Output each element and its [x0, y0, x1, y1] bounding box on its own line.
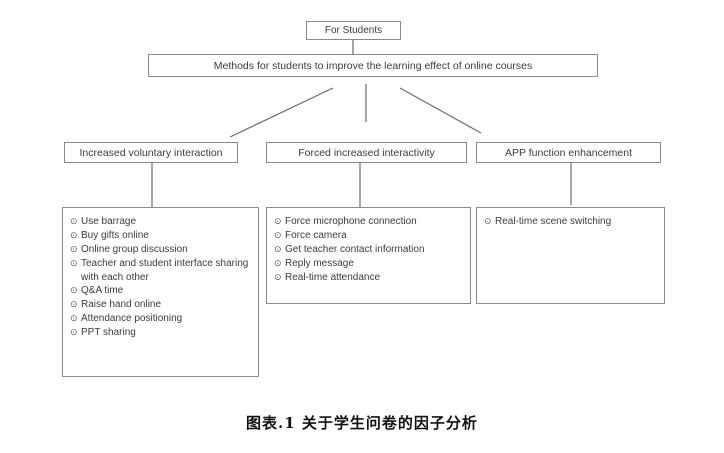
list-item-text: Teacher and student interface sharing wi… [81, 257, 249, 283]
bullet-icon: ⊙ [70, 229, 78, 240]
root-node-label: For Students [324, 25, 383, 36]
list-item-text: Get teacher contact information [285, 243, 425, 255]
list-item-text: Q&A time [81, 285, 124, 297]
list-item: ⊙ Force camera [274, 229, 464, 243]
item-list: ⊙ Use barrage ⊙ Buy gifts online ⊙ Onlin… [70, 215, 252, 340]
root-node: For Students [306, 21, 401, 40]
list-item: ⊙ Get teacher contact information [274, 243, 464, 257]
item-list-forced-increased-interactivity: ⊙ Force microphone connection ⊙ Force ca… [266, 207, 471, 304]
bullet-icon: ⊙ [274, 216, 282, 226]
bullet-icon: ⊙ [70, 299, 78, 310]
list-item-text: Reply message [285, 257, 354, 269]
category-label: Increased voluntary interaction [79, 146, 223, 159]
item-list-increased-voluntary-interaction: ⊙ Use barrage ⊙ Buy gifts online ⊙ Onlin… [62, 207, 259, 377]
bullet-icon: ⊙ [274, 229, 282, 240]
bullet-icon: ⊙ [274, 257, 282, 268]
list-item-text: Online group discussion [81, 243, 188, 255]
list-item: ⊙ PPT sharing [70, 326, 252, 340]
category-node-forced-increased-interactivity: Forced increased interactivity [266, 142, 467, 163]
item-list: ⊙ Real-time scene switching [484, 215, 658, 229]
list-item-text: Force microphone connection [285, 216, 417, 227]
item-list: ⊙ Force microphone connection ⊙ Force ca… [274, 215, 464, 285]
list-item-text: Buy gifts online [81, 229, 149, 241]
list-item: ⊙ Attendance positioning [70, 312, 252, 326]
category-node-increased-voluntary-interaction: Increased voluntary interaction [64, 142, 238, 163]
bullet-icon: ⊙ [70, 243, 78, 254]
bullet-icon: ⊙ [70, 216, 78, 226]
bullet-icon: ⊙ [70, 257, 78, 268]
list-item-text: PPT sharing [81, 327, 136, 339]
list-item: ⊙ Force microphone connection [274, 215, 464, 229]
header-node-label: Methods for students to improve the lear… [213, 59, 533, 72]
figure-caption: 图表.1 关于学生问卷的因子分析 [246, 414, 478, 432]
list-item: ⊙ Raise hand online [70, 298, 252, 312]
item-list-app-function-enhancement: ⊙ Real-time scene switching [476, 207, 665, 304]
list-item-text: Real-time attendance [285, 271, 381, 283]
list-item: ⊙ Teacher and student interface sharing … [70, 257, 252, 285]
list-item-text: Attendance positioning [81, 313, 183, 325]
bullet-icon: ⊙ [274, 271, 282, 282]
bullet-icon: ⊙ [70, 327, 78, 338]
bullet-icon: ⊙ [484, 216, 492, 226]
list-item: ⊙ Real-time scene switching [484, 215, 658, 229]
list-item: ⊙ Q&A time [70, 284, 252, 298]
header-node: Methods for students to improve the lear… [148, 54, 598, 77]
category-node-app-function-enhancement: APP function enhancement [476, 142, 661, 163]
list-item-text: Force camera [285, 229, 347, 241]
list-item-text: Use barrage [81, 216, 137, 227]
category-label: Forced increased interactivity [298, 146, 435, 159]
bullet-icon: ⊙ [70, 313, 78, 324]
list-item: ⊙ Buy gifts online [70, 229, 252, 243]
list-item: ⊙ Online group discussion [70, 243, 252, 257]
bullet-icon: ⊙ [70, 285, 78, 296]
list-item: ⊙ Real-time attendance [274, 271, 464, 285]
bullet-icon: ⊙ [274, 243, 282, 254]
category-label: APP function enhancement [504, 146, 633, 159]
list-item: ⊙ Reply message [274, 257, 464, 271]
list-item: ⊙ Use barrage [70, 215, 252, 229]
list-item-text: Real-time scene switching [495, 216, 612, 227]
list-item-text: Raise hand online [81, 299, 162, 311]
